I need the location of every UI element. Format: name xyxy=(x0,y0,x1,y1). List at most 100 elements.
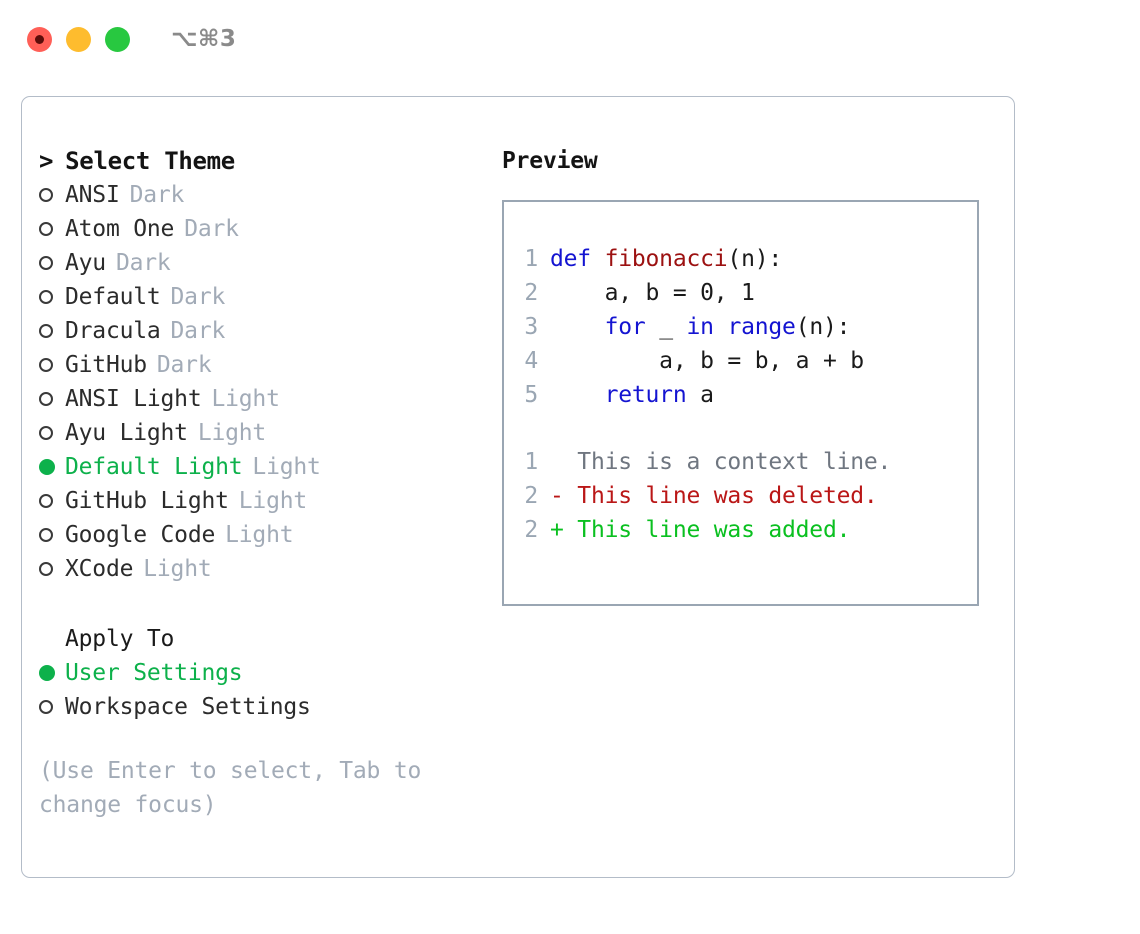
code-token: a, b = b, a + b xyxy=(550,348,864,374)
minimize-button[interactable] xyxy=(66,26,91,52)
radio-unselected-icon-glyph xyxy=(39,290,53,304)
diff-line-number: 1 xyxy=(524,449,538,475)
radio-selected-icon-glyph xyxy=(39,665,55,681)
radio-unselected-icon-glyph xyxy=(39,426,53,440)
radio-unselected-icon-glyph xyxy=(39,700,53,714)
diff-line-number: 2 xyxy=(524,517,538,543)
code-token: in range xyxy=(686,314,796,340)
radio-selected-icon xyxy=(39,459,65,475)
apply-to-option-name: Workspace Settings xyxy=(65,694,311,720)
theme-option-kind: Light xyxy=(225,522,294,548)
code-line-number: 2 xyxy=(524,280,538,306)
code-line: 2 a, b = 0, 1 xyxy=(504,276,977,310)
preview-header: Preview xyxy=(502,148,598,174)
apply-to-option-name: User Settings xyxy=(65,660,243,686)
code-line: 5 return a xyxy=(504,378,977,412)
theme-option-kind: Dark xyxy=(170,284,226,310)
theme-option-name: ANSI xyxy=(65,182,120,208)
diff-line-number: 2 xyxy=(524,483,538,509)
radio-unselected-icon xyxy=(39,222,65,236)
radio-unselected-icon xyxy=(39,324,65,338)
spacer xyxy=(39,586,502,622)
spacer xyxy=(39,724,502,754)
radio-unselected-icon xyxy=(39,700,65,714)
theme-option-kind: Dark xyxy=(184,216,239,242)
window-titlebar: ⌥⌘3 xyxy=(0,0,1140,78)
radio-unselected-icon-glyph xyxy=(39,256,53,270)
code-token: fibonacci xyxy=(604,246,728,272)
keyboard-shortcut-label: ⌥⌘3 xyxy=(171,26,237,52)
maximize-button[interactable] xyxy=(105,26,130,52)
theme-option-kind: Dark xyxy=(156,352,212,378)
apply-to-option[interactable]: Workspace Settings xyxy=(39,690,502,724)
code-line-number: 3 xyxy=(524,314,538,340)
theme-option-name: ANSI Light xyxy=(65,386,202,412)
diff-sample: 1 This is a context line. 2- This line wa… xyxy=(504,445,977,547)
radio-unselected-icon xyxy=(39,290,65,304)
code-line: 4 a, b = b, a + b xyxy=(504,344,977,378)
theme-option[interactable]: Default Light Light xyxy=(39,450,502,484)
radio-unselected-icon-glyph xyxy=(39,188,53,202)
theme-option-kind: Dark xyxy=(115,250,171,276)
window-controls xyxy=(27,26,130,52)
code-token: (n): xyxy=(795,314,851,340)
theme-option-name: Ayu Light xyxy=(65,420,188,446)
code-token: a xyxy=(686,382,714,408)
diff-marker: + xyxy=(550,517,564,543)
theme-option-name: Ayu xyxy=(65,250,106,276)
radio-unselected-icon xyxy=(39,528,65,542)
theme-option-name: GitHub Light xyxy=(65,488,229,514)
caret-icon: > xyxy=(39,147,54,175)
theme-option[interactable]: Ayu Dark xyxy=(39,246,502,280)
theme-option[interactable]: Google Code Light xyxy=(39,518,502,552)
radio-unselected-icon-glyph xyxy=(39,528,53,542)
radio-unselected-icon xyxy=(39,426,65,440)
radio-unselected-icon xyxy=(39,494,65,508)
diff-line: 2+ This line was added. xyxy=(504,513,977,547)
radio-unselected-icon xyxy=(39,562,65,576)
diff-line: 2- This line was deleted. xyxy=(504,479,977,513)
theme-option-name: XCode xyxy=(65,556,134,582)
code-token xyxy=(550,314,605,340)
theme-option-name: Google Code xyxy=(65,522,216,548)
diff-marker: - xyxy=(550,483,564,509)
radio-unselected-icon xyxy=(39,188,65,202)
theme-option-kind: Dark xyxy=(170,318,226,344)
code-token: return xyxy=(604,382,687,408)
radio-unselected-icon-glyph xyxy=(39,358,53,372)
keyboard-hint-text: (Use Enter to select, Tab to change focu… xyxy=(39,758,422,818)
radio-unselected-icon xyxy=(39,358,65,372)
diff-marker xyxy=(550,449,564,475)
diff-line-text: This is a context line. xyxy=(563,449,892,475)
close-button[interactable] xyxy=(27,26,52,52)
radio-unselected-icon-glyph xyxy=(39,392,53,406)
theme-option-kind: Light xyxy=(252,454,321,480)
theme-option[interactable]: GitHub Light Light xyxy=(39,484,502,518)
code-line-number: 4 xyxy=(524,348,538,374)
radio-unselected-icon xyxy=(39,392,65,406)
select-theme-title: Select Theme xyxy=(65,147,235,175)
theme-option-name: Default Light xyxy=(65,454,243,480)
apply-to-option[interactable]: User Settings xyxy=(39,656,502,690)
select-theme-header: > Select Theme xyxy=(39,144,502,178)
radio-selected-icon-glyph xyxy=(39,459,55,475)
code-token: _ xyxy=(645,314,687,340)
code-line: 3 for _ in range(n): xyxy=(504,310,977,344)
radio-unselected-icon-glyph xyxy=(39,222,53,236)
theme-option-kind: Light xyxy=(238,488,308,514)
diff-line-text: This line was deleted. xyxy=(563,483,878,509)
